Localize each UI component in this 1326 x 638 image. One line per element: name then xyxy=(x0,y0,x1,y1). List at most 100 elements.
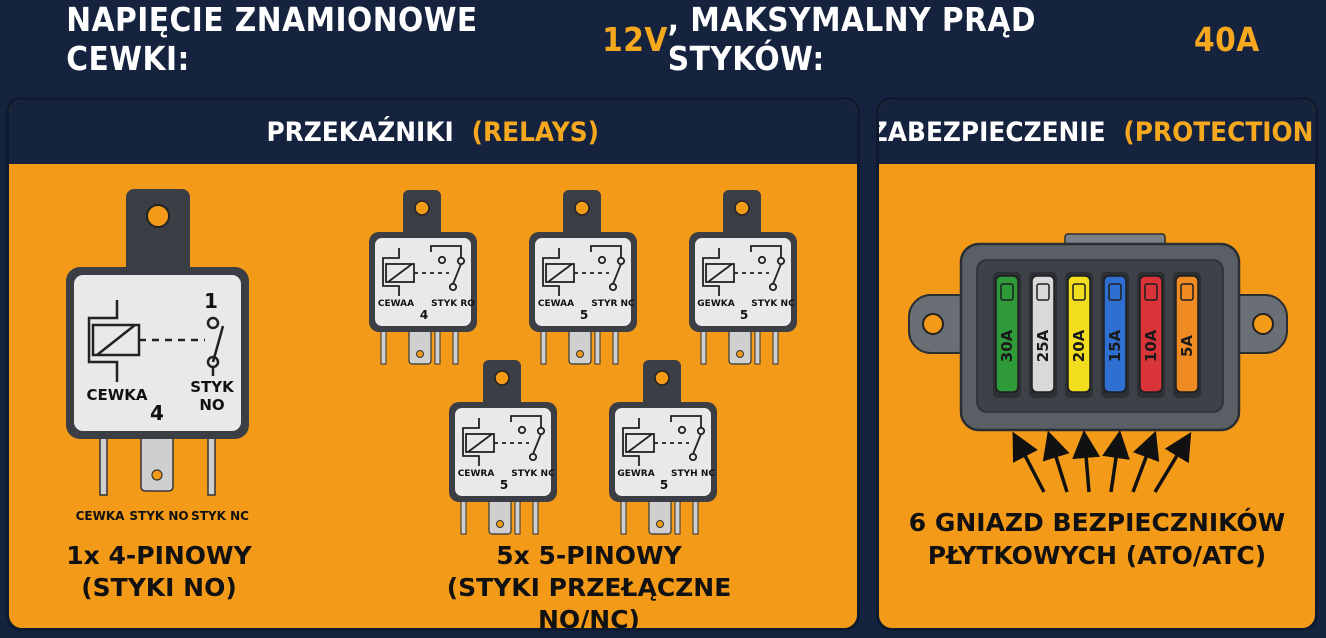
relay-leg xyxy=(434,327,441,365)
fuse-window xyxy=(1000,283,1014,301)
relay-leg xyxy=(514,497,521,535)
relay-face xyxy=(455,408,551,496)
relay-leg xyxy=(540,327,547,365)
relay-switch-wire xyxy=(510,415,542,428)
relay-coil-label: CEWAA xyxy=(538,299,574,309)
fuse-body xyxy=(1031,275,1055,393)
fuse-label: 25A xyxy=(1034,329,1052,362)
relay-leg xyxy=(488,497,512,535)
relay-leg-hole xyxy=(656,520,664,528)
title-voltage: 12V xyxy=(602,19,668,59)
caption-left: 1x 4-PINOWY (STYKI NO) xyxy=(49,540,269,604)
relay-coil-wire xyxy=(542,248,560,296)
relay-leg xyxy=(594,327,601,365)
caption-right-line1: 5x 5-PINOWY xyxy=(496,541,682,570)
relay-face xyxy=(615,408,711,496)
arrow-3 xyxy=(1072,430,1101,493)
caption-left-line1: 1x 4-PINOWY xyxy=(66,541,252,570)
relay-face xyxy=(375,238,471,326)
fuse-label: 15A xyxy=(1106,329,1124,362)
fuse-window xyxy=(1108,283,1122,301)
relay-tab-hole xyxy=(414,200,430,216)
relay-contact-label: STYR NC xyxy=(591,299,635,309)
big-relay-pin-coil: 4 xyxy=(150,401,164,425)
relay-contact-com xyxy=(448,282,458,292)
protection-title: ZABEZPIECZENIE xyxy=(876,116,1106,148)
relays-panel: PRZEKAŹNIKI (RELAYS) xyxy=(6,97,860,631)
relay-switch-arm xyxy=(532,433,542,455)
relay-leg-hole xyxy=(416,350,424,358)
arrow-6 xyxy=(1153,432,1192,493)
relay-switch-arm xyxy=(452,263,462,285)
big-relay-leg-label-1: CEWKA xyxy=(76,509,126,523)
caption-left-line2: (STYKI NO) xyxy=(81,573,237,602)
relays-title-en: (RELAYS) xyxy=(471,116,600,148)
fuse-body xyxy=(1139,275,1163,393)
title-current: 40A xyxy=(1194,19,1260,59)
fuse-body xyxy=(1103,275,1127,393)
relay-coil-label: CEWRA xyxy=(458,469,495,479)
fuse-label: 10A xyxy=(1142,329,1160,362)
relay-leg xyxy=(532,497,539,535)
relay-leg xyxy=(452,327,459,365)
relay-switch-wire xyxy=(750,245,782,258)
relay-tab-hole xyxy=(574,200,590,216)
big-relay-coil-label: CEWKA xyxy=(86,386,147,404)
arrow-2 xyxy=(1042,430,1070,493)
relay-coil-wire xyxy=(702,248,720,296)
relay-leg xyxy=(674,497,681,535)
relay-leg xyxy=(612,327,619,365)
relay-contact-label: STYK NC xyxy=(751,299,795,309)
fuse-window xyxy=(1036,283,1050,301)
fuse-10A: 10A xyxy=(1137,272,1165,398)
relay-contact-com xyxy=(608,282,618,292)
relay-leg xyxy=(408,327,432,365)
big-relay-leg-label-3: STYK NC xyxy=(191,509,249,523)
relay-switch-arm xyxy=(692,433,702,455)
arrow-4 xyxy=(1102,430,1130,493)
relay-pin-number: 5 xyxy=(500,478,508,492)
relay-contact-nc xyxy=(597,255,607,265)
relay-coil-diag xyxy=(547,263,573,283)
relay-leg xyxy=(380,327,387,365)
big-relay: 1 CEWKA 4 STYK NO CEWKA STYK NO STYK NC xyxy=(66,189,249,523)
relay-leg xyxy=(754,327,761,365)
relay-tab-hole xyxy=(654,370,670,386)
relay-leg xyxy=(620,497,627,535)
relay-tab xyxy=(643,360,681,412)
fuse-label: 20A xyxy=(1070,329,1088,362)
relay-contact-label: STYH NC xyxy=(671,469,715,479)
relays-diagram: 1 CEWKA 4 STYK NO CEWKA STYK NO STYK NC … xyxy=(66,189,797,535)
relay-coil-label: GEWRA xyxy=(617,469,654,479)
fuse-15A: 15A xyxy=(1101,272,1129,398)
relay-contact-label: STYK NC xyxy=(511,469,555,479)
arrow-5 xyxy=(1131,430,1160,493)
relay-switch-arm xyxy=(612,263,622,285)
fuse-window xyxy=(1144,283,1158,301)
relay-contact-com xyxy=(768,282,778,292)
relay-pin-number: 5 xyxy=(740,308,748,322)
relay-coil-wire xyxy=(462,418,480,466)
relay-coil-diag xyxy=(707,263,733,283)
relay-coil-wire xyxy=(382,248,400,296)
arrows xyxy=(1012,430,1192,493)
relay-contact-com xyxy=(688,452,698,462)
arrow-1 xyxy=(1012,431,1046,493)
protection-title-en: (PROTECTION) xyxy=(1123,116,1318,148)
fuse-body xyxy=(1067,275,1091,393)
relay-contact-nc xyxy=(517,425,527,435)
relay-coil-diag xyxy=(467,433,493,453)
relay-face xyxy=(695,238,791,326)
relay-tab xyxy=(483,360,521,412)
relays-panel-header: PRZEKAŹNIKI (RELAYS) xyxy=(9,100,857,164)
big-relay-leg-label-2: STYK NO xyxy=(129,509,188,523)
relay-coil-label: GEWKA xyxy=(697,299,734,309)
fuse-caption: 6 GNIAZD BEZPIECZNIKÓW PŁYTKOWYCH (ATO/A… xyxy=(899,506,1295,572)
title-middle: , MAKSYMALNY PRĄD STYKÓW: xyxy=(667,0,1036,78)
caption-right-line2: (STYKI PRZEŁĄCZNE NO/NC) xyxy=(446,573,732,631)
